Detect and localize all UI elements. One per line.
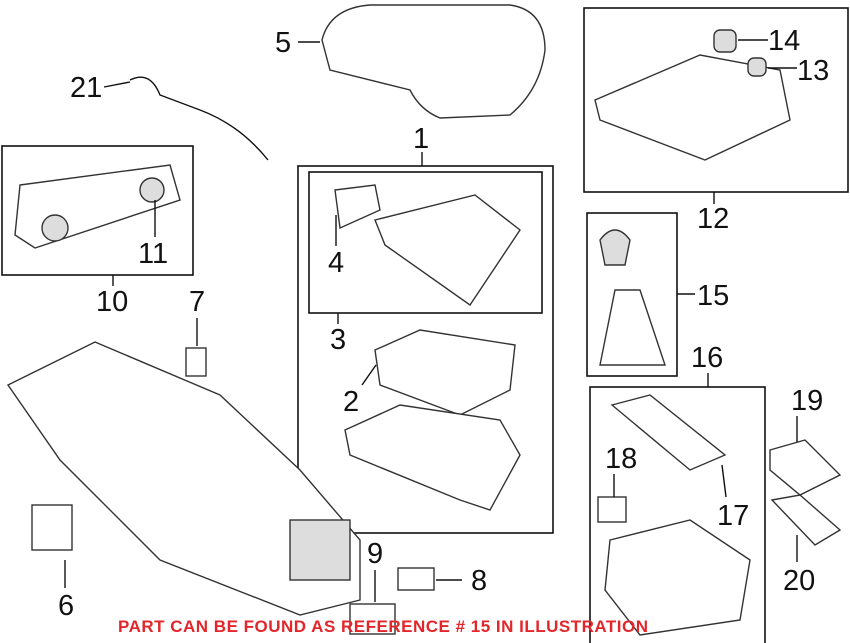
knob-14 (713, 29, 737, 53)
power-outlet (185, 347, 207, 377)
climate-knob-left (41, 214, 69, 242)
group-box-16 (589, 386, 766, 643)
armrest-lid (321, 4, 546, 119)
switch-8 (397, 567, 435, 591)
rear-vent (289, 519, 351, 581)
callout-21: 21 (70, 72, 102, 104)
tray-2 (374, 329, 516, 416)
callout-17: 17 (717, 500, 749, 532)
center-console (6, 341, 361, 616)
callout-14: 14 (768, 25, 800, 57)
climate-knob-right (139, 177, 165, 203)
trim-20 (770, 494, 842, 546)
shift-boot (599, 289, 666, 366)
callout-15: 15 (697, 280, 729, 312)
leader-lines (64, 39, 798, 602)
reference-note: PART CAN BE FOUND AS REFERENCE # 15 IN I… (118, 617, 649, 636)
knob-13 (747, 57, 767, 77)
callout-20: 20 (783, 565, 815, 597)
callout-16: 16 (691, 342, 723, 374)
switch-6 (31, 504, 73, 551)
callout-11: 11 (138, 238, 168, 270)
shifter-mechanism (604, 519, 751, 636)
switch-9 (349, 603, 396, 635)
callout-5: 5 (275, 27, 291, 59)
callout-4: 4 (328, 247, 344, 279)
callout-3: 3 (330, 324, 346, 356)
callout-6: 6 (58, 590, 74, 622)
group-box-1 (297, 165, 554, 534)
callout-8: 8 (471, 565, 487, 597)
cover-19 (769, 439, 842, 496)
switch-18 (597, 496, 627, 523)
bracket-4 (334, 184, 381, 230)
wiring-harness (129, 76, 269, 161)
callout-9: 9 (367, 538, 383, 570)
shifter-bezel-17 (610, 394, 727, 471)
storage-bin (344, 404, 521, 511)
callout-7: 7 (189, 286, 205, 318)
callout-10: 10 (96, 286, 128, 318)
callout-18: 18 (605, 443, 637, 475)
callout-2: 2 (343, 386, 359, 418)
group-box-10 (1, 145, 194, 276)
callout-13: 13 (797, 55, 829, 87)
callout-1: 1 (413, 123, 429, 155)
callout-12: 12 (697, 203, 729, 235)
console-trim-panel (594, 54, 791, 161)
shift-knob (599, 229, 631, 266)
group-box-12 (583, 7, 849, 193)
callout-19: 19 (791, 385, 823, 417)
group-box-3 (308, 171, 543, 314)
hinge-bracket (374, 194, 521, 306)
